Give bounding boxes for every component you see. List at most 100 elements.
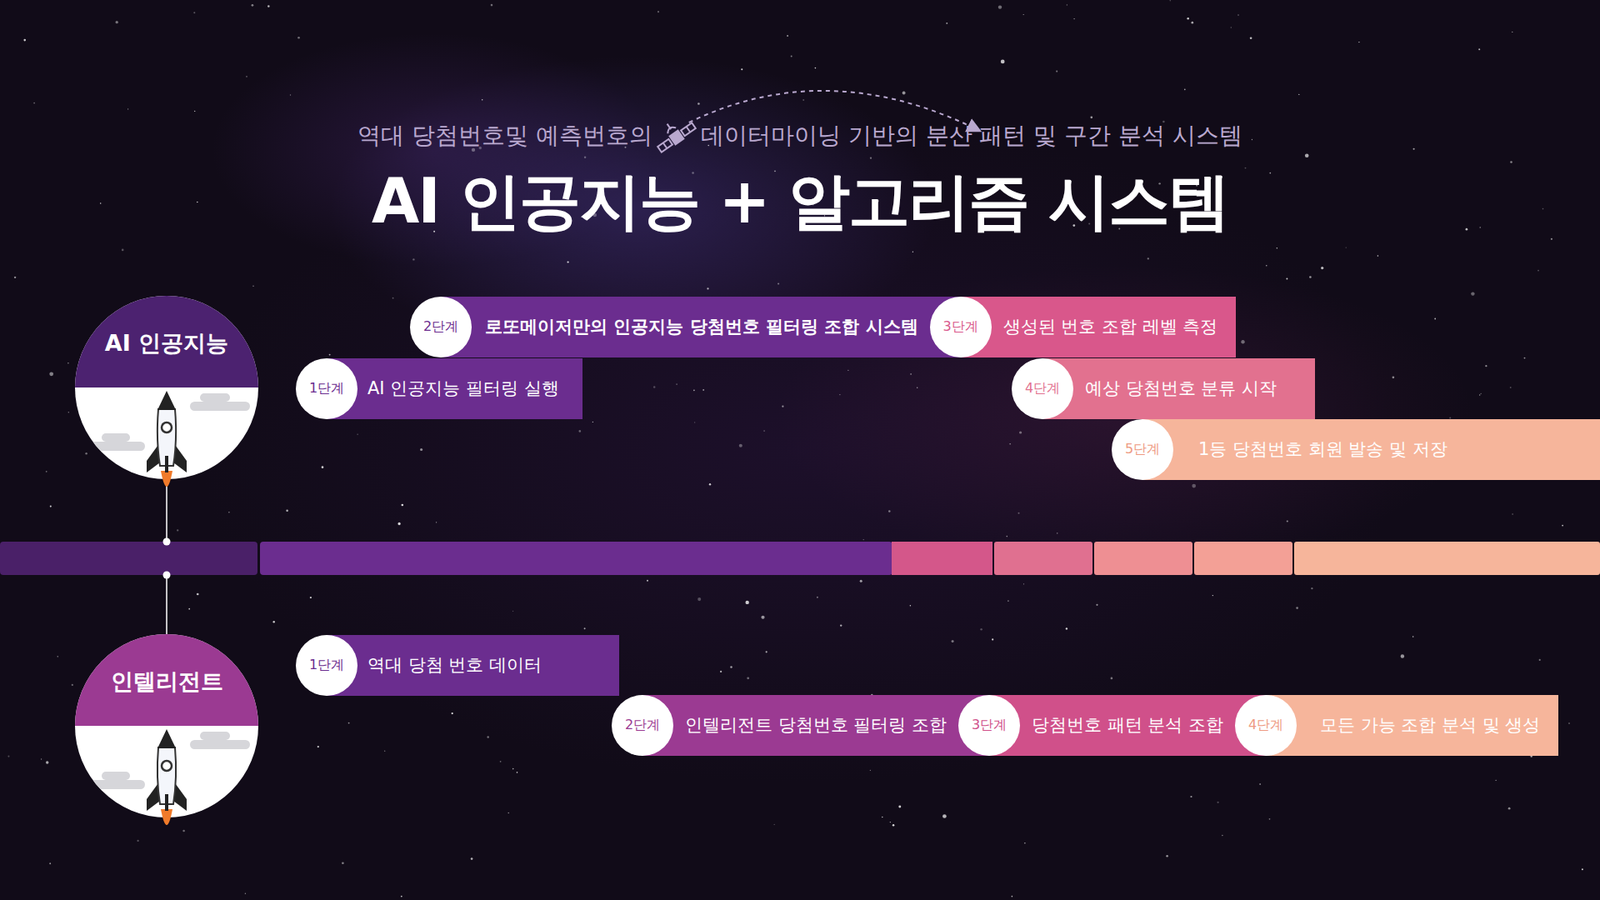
star (1055, 70, 1058, 73)
star (1237, 14, 1240, 16)
star (980, 628, 983, 631)
star (693, 389, 695, 391)
step-text: 생성된 번호 조합 레벨 측정 (1003, 296, 1219, 358)
star (136, 840, 139, 842)
step-bar: 2단계로또메이저만의 인공지능 당첨번호 필터링 조합 시스템 (440, 296, 992, 358)
star (1065, 627, 1068, 630)
star (33, 102, 35, 105)
star (85, 452, 87, 455)
cloud (101, 771, 130, 780)
star (890, 821, 891, 823)
step-text: 1등 당첨번호 회원 발송 및 저장 (1198, 419, 1448, 480)
star (1511, 513, 1514, 515)
star (1250, 36, 1253, 40)
star (1007, 600, 1010, 602)
star (267, 5, 270, 8)
star (1510, 160, 1513, 164)
star (697, 597, 701, 601)
star (1170, 0, 1172, 1)
star (1269, 172, 1271, 175)
star (1000, 60, 1005, 65)
star (49, 371, 54, 376)
timeline-segment (0, 541, 258, 575)
star (1285, 278, 1288, 280)
cloud (200, 393, 230, 402)
step-badge: 2단계 (410, 296, 472, 358)
star (310, 596, 312, 599)
star (290, 94, 291, 95)
star (730, 665, 733, 669)
star (592, 421, 594, 423)
step-badge: 4단계 (1235, 695, 1297, 756)
star (245, 75, 248, 78)
step-badge: 3단계 (958, 695, 1020, 756)
star (847, 370, 849, 371)
star (902, 91, 906, 95)
decoration (75, 634, 259, 818)
satellite-panel-line (663, 142, 668, 149)
star (888, 510, 890, 512)
star (251, 4, 255, 7)
step-bar: 1단계역대 당첨 번호 데이터 (326, 635, 620, 696)
star (397, 522, 400, 525)
step-text: 로또메이저만의 인공지능 당첨번호 필터링 조합 시스템 (485, 296, 919, 358)
star (863, 539, 865, 540)
circle-upper (75, 295, 259, 388)
star (1524, 357, 1526, 360)
star (228, 511, 230, 513)
rocket-window (161, 760, 172, 771)
circle-shape (75, 634, 259, 818)
star (942, 814, 947, 819)
step-text: 당첨번호 패턴 분석 조합 (1031, 695, 1224, 756)
star (435, 521, 437, 523)
star (760, 615, 765, 620)
star (1581, 868, 1584, 870)
star (1056, 532, 1059, 535)
star (786, 35, 789, 37)
star (709, 483, 711, 485)
cloud (190, 740, 250, 750)
star (1309, 275, 1312, 279)
star (317, 745, 320, 748)
timeline-segment (891, 541, 993, 575)
rocket-flame (160, 470, 173, 487)
rocket-window (161, 422, 172, 433)
star (910, 373, 911, 375)
star (1412, 635, 1414, 637)
star (1305, 153, 1310, 158)
star (412, 258, 415, 260)
star (45, 760, 49, 764)
star (127, 108, 129, 110)
star (774, 824, 775, 825)
star (1009, 443, 1011, 445)
star (470, 857, 474, 860)
star (657, 10, 660, 13)
star (115, 20, 119, 24)
star (1269, 818, 1271, 820)
subtitle-text: 데이터마이닝 기반의 분산 패턴 및 구간 분석 시스템 (700, 117, 1243, 155)
star (1265, 265, 1267, 266)
main-title: AI 인공지능 + 알고리즘 시스템 (0, 162, 1600, 240)
star (1023, 14, 1025, 15)
circle-label: AI 인공지능 (75, 329, 259, 358)
star (196, 593, 200, 596)
star (1165, 855, 1169, 858)
step-bar: 5단계1등 당첨번호 회원 발송 및 저장 (1142, 419, 1600, 480)
cloud (101, 433, 130, 442)
step-bar: 4단계모든 가능 조합 분석 및 생성 (1265, 695, 1559, 756)
star (1295, 606, 1299, 610)
step-bar: 3단계생성된 번호 조합 레벨 측정 (960, 296, 1237, 358)
star (67, 362, 70, 365)
star (245, 893, 246, 895)
star (1561, 525, 1564, 527)
timeline-dot (163, 538, 171, 546)
circle-lower (75, 295, 259, 480)
star (1537, 270, 1540, 272)
star (1485, 365, 1487, 367)
star (1186, 17, 1190, 20)
step-badge: 1단계 (295, 635, 358, 696)
star (1495, 780, 1496, 781)
star (57, 655, 59, 657)
star (392, 297, 395, 300)
rocket-nose (157, 390, 176, 410)
